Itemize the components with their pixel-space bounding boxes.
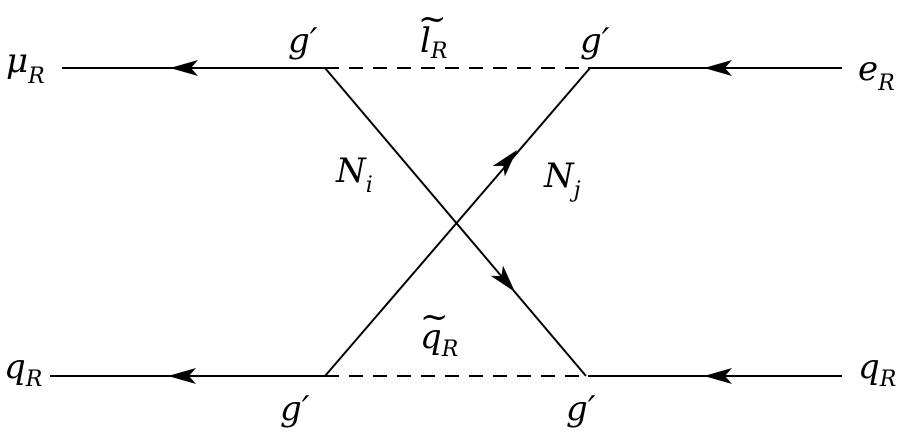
neutralino-j-propagator bbox=[324, 67, 591, 377]
quark-right-arrow bbox=[704, 368, 732, 384]
quark-left-arrow bbox=[168, 368, 196, 384]
slepton-label: lR bbox=[420, 21, 447, 64]
vertex-coupling-bottom-right: g′ bbox=[566, 389, 596, 429]
muon-label: μR bbox=[6, 41, 45, 89]
vertex-coupling-top-left: g′ bbox=[288, 21, 318, 61]
quark-left-label: qR bbox=[4, 347, 42, 392]
muon-arrow bbox=[170, 60, 198, 76]
electron-arrow bbox=[704, 60, 732, 76]
neutralino-i-propagator bbox=[324, 67, 587, 377]
quark-right-label: qR bbox=[858, 347, 896, 392]
squark-tilde: ~ bbox=[420, 297, 449, 337]
neutralino-i-label: Ni bbox=[335, 151, 373, 198]
vertex-coupling-top-right: g′ bbox=[580, 21, 610, 61]
squark-label: qR bbox=[420, 317, 458, 362]
neutralino-j-arrow bbox=[492, 150, 517, 177]
electron-label: eR bbox=[858, 49, 895, 96]
slepton-tilde: ~ bbox=[418, 0, 447, 39]
vertex-coupling-bottom-left: g′ bbox=[280, 389, 310, 429]
neutralino-j-label: Nj bbox=[543, 156, 581, 203]
neutralino-i-arrow bbox=[490, 265, 515, 292]
